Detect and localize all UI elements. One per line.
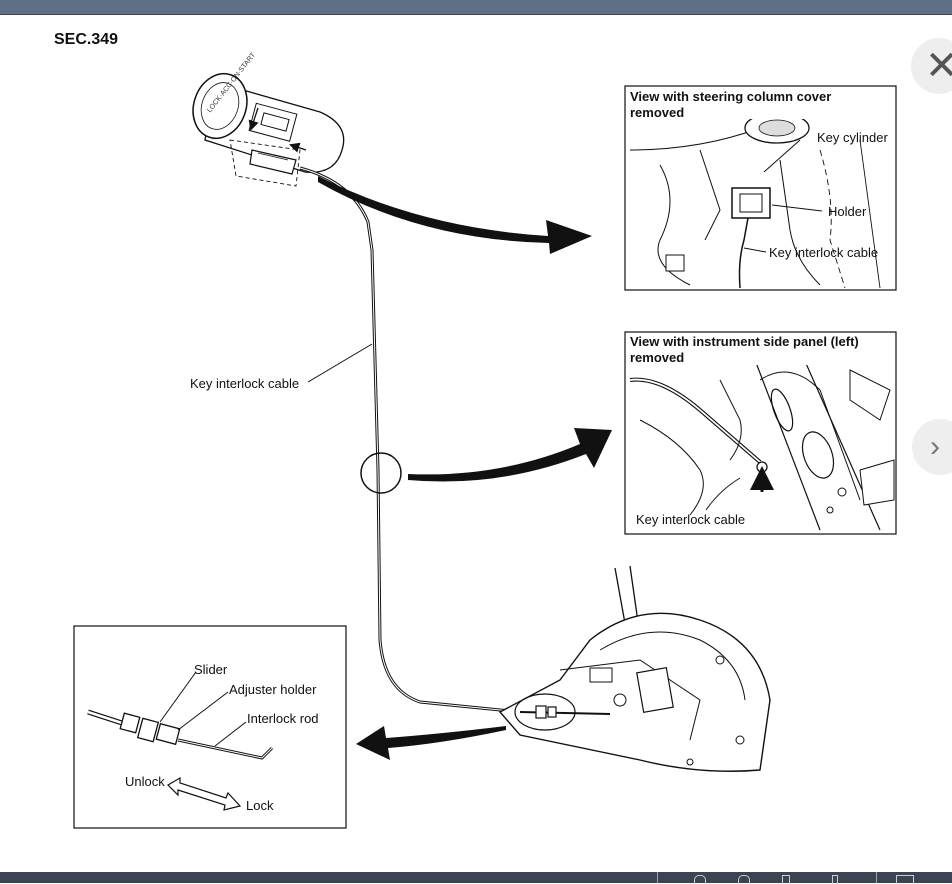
next-image-button[interactable]: › [912, 419, 952, 475]
interlock-cable-route [299, 166, 521, 714]
slider-label: Slider [194, 662, 228, 677]
inset-middle-title-line1: View with instrument side panel (left) [630, 334, 859, 349]
close-icon: ✕ [925, 44, 952, 88]
menu-icon[interactable] [896, 875, 914, 884]
lock-label: Lock [246, 798, 274, 813]
shift-lever-assembly [498, 565, 771, 772]
section-code: SEC.349 [54, 31, 119, 48]
inset-instrument-panel [624, 331, 897, 535]
inset-middle-key-interlock-cable-label: Key interlock cable [636, 512, 745, 527]
key-cylinder-illustration: LOCK·ACC·ON·START [192, 51, 345, 187]
inset-top-title-line1: View with steering column cover [630, 89, 831, 104]
arrow-to-middle-inset [408, 428, 612, 482]
inset-top-holder-label: Holder [828, 204, 867, 219]
key-interlock-cable-label: Key interlock cable [190, 376, 299, 391]
zoom-icon[interactable] [694, 875, 706, 884]
viewer-bottom-bar [0, 872, 952, 883]
inset-top-title-line2: removed [630, 105, 684, 120]
adjuster-holder-label: Adjuster holder [229, 682, 317, 697]
arrow-to-top-inset [318, 176, 592, 254]
inset-steering-column [624, 85, 897, 291]
interlock-rod-label: Interlock rod [247, 711, 319, 726]
chevron-right-icon: › [930, 430, 940, 463]
inset-top-key-cylinder-label: Key cylinder [817, 130, 888, 145]
arrow-to-bottom-inset [356, 726, 506, 760]
inset-middle-title-line2: removed [630, 350, 684, 365]
unlock-label: Unlock [125, 774, 165, 789]
viewer-top-bar [0, 0, 952, 14]
top-bar-border [0, 14, 952, 15]
rotate-icon[interactable] [738, 875, 750, 884]
inset-slider-detail [73, 625, 347, 829]
bottom-bar-divider [876, 872, 877, 883]
inset-top-key-interlock-cable-label: Key interlock cable [769, 245, 878, 260]
play-icon[interactable] [832, 875, 838, 884]
pause-icon[interactable] [782, 875, 790, 884]
bottom-bar-divider [657, 872, 658, 883]
close-button[interactable]: ✕ [911, 38, 952, 94]
